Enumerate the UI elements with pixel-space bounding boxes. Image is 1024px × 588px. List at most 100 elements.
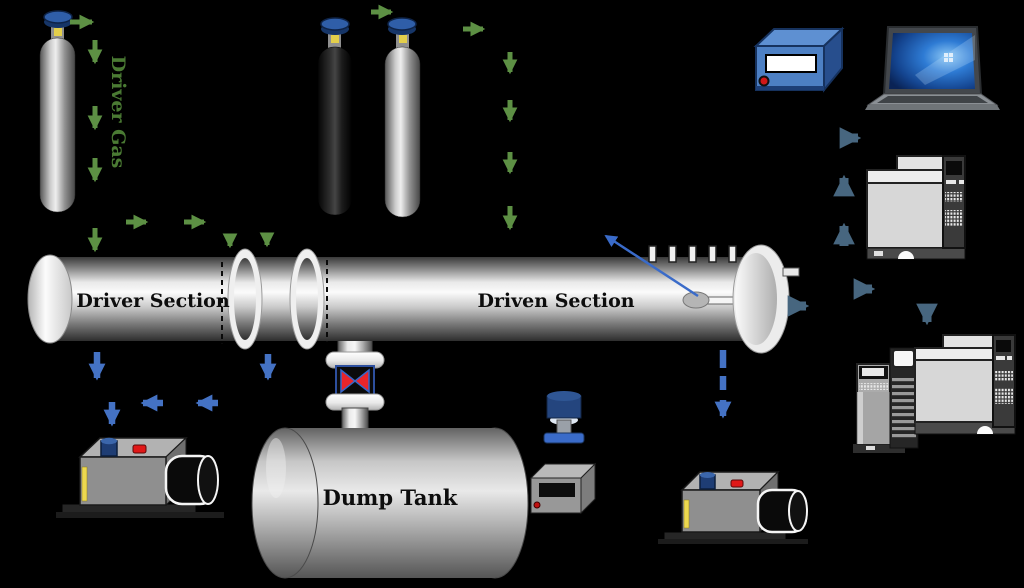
daq-display (765, 54, 817, 73)
laptop-keyboard (877, 96, 988, 103)
gcms-lid (942, 334, 994, 349)
gc-base (866, 247, 966, 260)
laptop-screen (889, 33, 975, 89)
daq-box (753, 26, 845, 93)
vacuum-pump-right (658, 470, 808, 544)
tank-left-end (251, 427, 319, 579)
transducer-stem (556, 419, 572, 435)
ms-source-cover (892, 349, 915, 368)
probe-callout-arrow (604, 234, 699, 298)
pressure-port (648, 245, 657, 263)
flange-bore (234, 258, 256, 340)
pump-front-face (79, 456, 167, 506)
gc-panel-screen (946, 161, 962, 175)
driver-gas-fill-lines (70, 14, 275, 253)
pump-motor-end (788, 490, 808, 532)
pump-power-button (132, 444, 147, 454)
gcms-tower-foot (866, 446, 875, 450)
gcms-top-strip (914, 347, 994, 361)
cylinder-body (39, 37, 76, 213)
diaphragm-flange-1 (227, 248, 263, 350)
gc-keypad (945, 192, 963, 202)
pump-inlet-top (101, 437, 117, 445)
gcms-panel-button (1007, 356, 1012, 360)
gcms-base-notch (977, 426, 993, 434)
laptop (865, 26, 1000, 110)
vacuum-pump-left (56, 436, 224, 518)
gate-valve-assembly (325, 351, 385, 437)
laptop-front-lip (865, 105, 1000, 110)
end-wall-face (735, 253, 777, 345)
driver-gas-cylinder (39, 10, 76, 213)
tube-body (50, 257, 762, 341)
gas-chromatograph (866, 155, 966, 260)
gc-oven-door (866, 182, 944, 249)
pump-label-stripe (683, 499, 690, 529)
driver-section-label: Driver Section (76, 290, 230, 312)
daq-power-knob (758, 75, 770, 87)
tank-highlight (266, 438, 286, 498)
cylinder-valve-stem (399, 35, 407, 43)
gcms-keypad (995, 371, 1013, 381)
end-flange (732, 244, 800, 354)
pressure-ports (648, 245, 737, 263)
tower-highlight (858, 392, 863, 444)
daq-bottom-edge (756, 86, 824, 90)
gcms-tower-base (853, 444, 905, 453)
pump-base-plate (658, 539, 808, 544)
pump-motor-end (197, 455, 219, 505)
cylinder-body (384, 46, 421, 218)
tank-body (285, 428, 495, 578)
gc-foot (874, 251, 883, 256)
readout-indicator-led (533, 501, 541, 509)
flange-bore (296, 258, 318, 340)
readout-display (539, 483, 575, 497)
left-end-cap (27, 254, 73, 344)
vacuum-lines-left (88, 352, 277, 427)
pressure-port (708, 245, 717, 263)
driven-section-label: Driven Section (477, 290, 634, 312)
shock-tube: Driver Section Driven Section (27, 244, 800, 354)
probe-head (682, 291, 710, 309)
cylinder-valve-stem (331, 35, 339, 43)
gcms-panel-button (996, 356, 1005, 360)
fuel-gas-cylinder (317, 17, 353, 216)
pressure-port (728, 245, 737, 263)
pump-base-plate (56, 512, 224, 518)
tower-keypad (859, 383, 888, 390)
pump-label-stripe (81, 466, 88, 502)
gc-keypad (945, 210, 963, 226)
gc-ms-system (853, 334, 1016, 453)
gcms-oven-door (914, 359, 994, 423)
gc-top-strip (866, 169, 944, 184)
gc-panel-button (959, 180, 964, 184)
valve-cap-icon (43, 10, 73, 24)
pump-inlet-top (700, 472, 715, 478)
signal-arrows (787, 127, 938, 326)
pump-front-face (681, 489, 761, 533)
transducer-cap-top (547, 391, 581, 401)
tower-display (862, 368, 884, 376)
pressure-readout-box (529, 462, 597, 515)
dump-tank-label: Dump Tank (323, 485, 458, 510)
windows-logo-icon (944, 53, 953, 62)
cylinder-valve-stem (54, 28, 62, 36)
pressure-transducer (543, 391, 585, 444)
ms-vent-stripes (892, 378, 916, 438)
diluent-gas-cylinder (384, 17, 421, 218)
dump-tank: Dump Tank (251, 427, 529, 579)
end-flange-fitting (782, 267, 800, 277)
cylinder-body (317, 46, 353, 216)
pump-power-button (730, 479, 744, 488)
transducer-base (543, 432, 585, 444)
pressure-port (688, 245, 697, 263)
pressure-port (668, 245, 677, 263)
gc-base-notch (898, 251, 914, 259)
gcms-keypad (995, 388, 1013, 404)
driver-gas-label: Driver Gas (107, 56, 129, 169)
valve-cap-icon (387, 17, 417, 31)
valve-cross-icon (340, 368, 370, 394)
valve-cap-icon (320, 17, 350, 31)
